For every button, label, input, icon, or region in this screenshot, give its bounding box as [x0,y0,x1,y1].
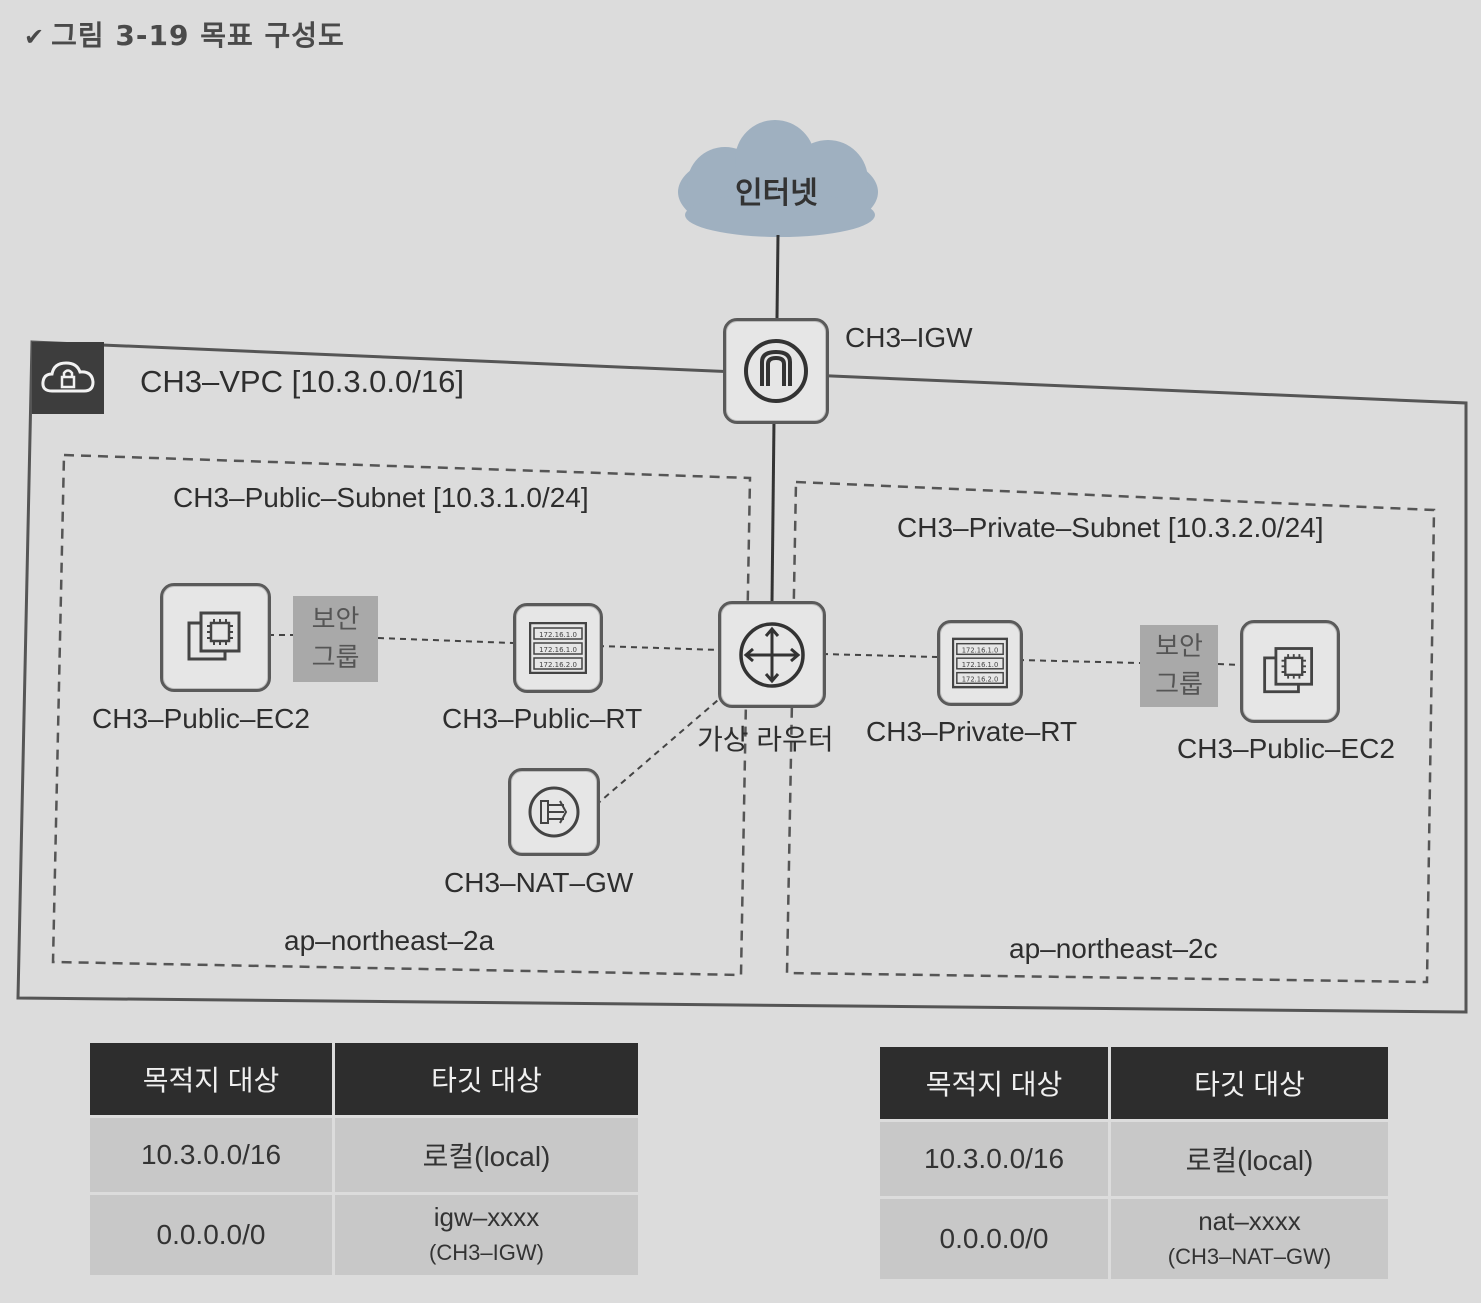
target-sub: (CH3–NAT–GW) [1167,1244,1332,1269]
public-security-group[interactable]: 보안 그룹 [293,596,378,682]
rt-icon-text-3: 172.16.2.0 [962,675,999,683]
nat-gateway-node[interactable] [508,768,600,856]
vpc-boundary [16,340,1468,1014]
target-main: nat–xxxx [1198,1206,1301,1236]
router-icon [739,621,805,688]
table-header-target: 타깃 대상 [333,1043,638,1117]
public-rt-label: CH3–Public–RT [442,703,643,734]
public-route-table: 목적지 대상 타깃 대상 10.3.0.0/16 로컬(local) 0.0.0… [90,1043,638,1275]
virtual-router-node[interactable] [718,601,826,708]
public-subnet-label: CH3–Public–Subnet [10.3.1.0/24] [173,482,589,513]
igw-router-link [770,419,776,603]
router-rt-link-private [821,653,938,658]
rt-router-link-public [597,645,721,651]
nat-router-link [595,687,733,806]
private-subnet-label: CH3–Private–Subnet [10.3.2.0/24] [897,512,1324,543]
target-cell: 로컬(local) [333,1115,638,1194]
rt-icon-text-1: 172.16.1.0 [539,631,577,639]
rt-icon-text-1: 172.16.1.0 [962,646,999,654]
table-row: 10.3.0.0/16 로컬(local) [90,1115,638,1194]
table-row: 0.0.0.0/0 igw–xxxx (CH3–IGW) [90,1192,638,1275]
private-subnet-boundary [785,480,1436,984]
ec2-instance-icon [187,611,240,660]
public-ec2-label: CH3–Public–EC2 [92,703,310,734]
sg-label-line1: 보안 [311,605,360,635]
destination-cell: 0.0.0.0/0 [880,1196,1111,1279]
private-rt-label: CH3–Private–RT [866,716,1078,747]
sg-rt-link-public [377,637,514,644]
igw-label: CH3–IGW [845,322,973,353]
target-main: igw–xxxx [433,1202,540,1232]
table-header-target: 타깃 대상 [1109,1047,1388,1121]
nat-gateway-icon [528,786,580,838]
caption-text: 그림 3-19 목표 구성도 [51,19,345,52]
igw-node[interactable] [723,318,829,424]
public-subnet-boundary [51,453,752,977]
sg-label-line2: 그룹 [1155,670,1203,700]
private-rt-node[interactable]: 172.16.1.0 172.16.1.0 172.16.2.0 [937,620,1023,706]
target-cell: nat–xxxx (CH3–NAT–GW) [1109,1196,1388,1279]
check-icon: ✔ [24,23,46,51]
rt-sg-link-private [1017,659,1141,664]
sg-ec2-link-private [1217,663,1241,666]
target-cell: igw–xxxx (CH3–IGW) [333,1192,638,1275]
route-table-icon: 172.16.1.0 172.16.1.0 172.16.2.0 [529,622,587,674]
vpc-cloud-lock-icon [32,342,104,414]
nat-gateway-label: CH3–NAT–GW [444,867,634,898]
rt-icon-text-2: 172.16.1.0 [962,661,999,669]
internet-igw-link [775,234,780,319]
destination-cell: 10.3.0.0/16 [880,1119,1111,1198]
public-rt-node[interactable]: 172.16.1.0 172.16.1.0 172.16.2.0 [513,603,603,693]
sg-label-line2: 그룹 [311,643,360,673]
target-sub: (CH3–IGW) [429,1240,544,1265]
ec2-instance-icon [1263,646,1314,693]
table-row: 0.0.0.0/0 nat–xxxx (CH3–NAT–GW) [880,1196,1388,1279]
destination-cell: 10.3.0.0/16 [90,1115,335,1194]
target-cell: 로컬(local) [1109,1119,1388,1198]
internet-cloud-icon [678,120,878,237]
public-az-label: ap–northeast–2a [284,925,495,956]
private-security-group[interactable]: 보안 그룹 [1140,625,1218,707]
route-table-icon: 172.16.1.0 172.16.1.0 172.16.2.0 [952,637,1008,689]
sg-label-line1: 보안 [1155,632,1203,662]
rt-icon-text-2: 172.16.1.0 [539,646,577,654]
virtual-router-label: 가상 라우터 [697,724,834,755]
private-ec2-node[interactable] [1240,620,1340,723]
rt-icon-text-3: 172.16.2.0 [539,661,577,669]
figure-caption: ✔그림 3-19 목표 구성도 [24,14,345,54]
table-row: 10.3.0.0/16 로컬(local) [880,1119,1388,1198]
private-ec2-label: CH3–Public–EC2 [1177,733,1395,764]
internet-gateway-icon [744,339,808,403]
destination-cell: 0.0.0.0/0 [90,1192,335,1275]
internet-label: 인터넷 [735,176,818,211]
private-az-label: ap–northeast–2c [1009,933,1218,964]
public-ec2-node[interactable] [160,583,271,692]
table-header-destination: 목적지 대상 [880,1047,1111,1121]
table-header-destination: 목적지 대상 [90,1043,335,1117]
vpc-label: CH3–VPC [10.3.0.0/16] [140,364,464,399]
private-route-table: 목적지 대상 타깃 대상 10.3.0.0/16 로컬(local) 0.0.0… [880,1047,1388,1279]
